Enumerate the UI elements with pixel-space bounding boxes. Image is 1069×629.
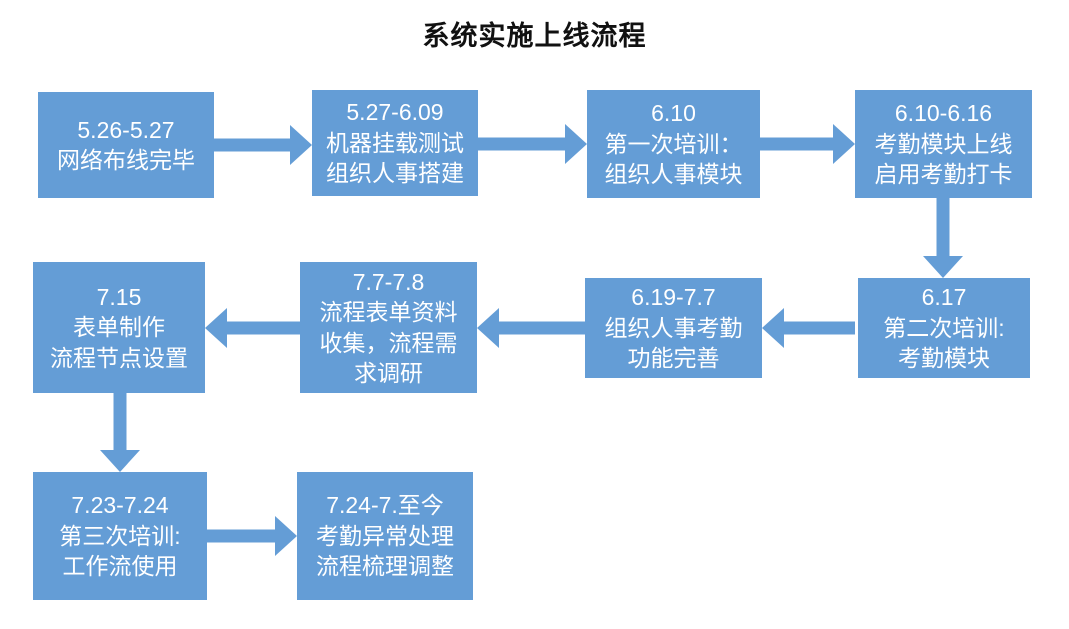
arrow-shaft — [760, 137, 834, 151]
arrow-right-icon — [207, 516, 297, 556]
flow-node-exception-handling: 7.24-7.至今 考勤异常处理 流程梳理调整 — [297, 472, 473, 600]
arrow-shaft — [478, 137, 566, 151]
arrow-shaft — [214, 138, 291, 152]
arrow-head — [477, 308, 499, 348]
arrow-right-icon — [478, 124, 587, 164]
arrow-shaft — [226, 321, 300, 335]
flow-node-network-cabling: 5.26-5.27 网络布线完毕 — [38, 92, 214, 198]
arrow-shaft — [498, 321, 585, 335]
arrow-shaft — [113, 393, 127, 451]
arrow-right-icon — [760, 124, 855, 164]
arrow-right-icon — [214, 125, 312, 165]
arrow-left-icon — [762, 308, 855, 348]
arrow-shaft — [207, 529, 276, 543]
flow-node-first-training: 6.10 第一次培训： 组织人事模块 — [587, 90, 760, 198]
arrow-head — [923, 256, 963, 278]
arrow-left-icon — [205, 308, 300, 348]
flow-node-form-creation: 7.15 表单制作 流程节点设置 — [33, 262, 205, 393]
flow-node-second-training: 6.17 第二次培训: 考勤模块 — [858, 278, 1030, 378]
arrow-head — [100, 450, 140, 472]
flow-node-form-data-collection: 7.7-7.8 流程表单资料 收集，流程需 求调研 — [300, 262, 477, 393]
arrow-head — [833, 124, 855, 164]
flow-node-third-training: 7.23-7.24 第三次培训: 工作流使用 — [33, 472, 207, 600]
arrow-head — [205, 308, 227, 348]
arrow-head — [565, 124, 587, 164]
arrow-head — [275, 516, 297, 556]
page-title: 系统实施上线流程 — [422, 21, 647, 51]
arrow-shaft — [783, 321, 855, 335]
arrow-head — [762, 308, 784, 348]
flow-node-function-improvement: 6.19-7.7 组织人事考勤 功能完善 — [585, 278, 762, 378]
flow-node-attendance-launch: 6.10-6.16 考勤模块上线 启用考勤打卡 — [855, 90, 1032, 198]
flow-node-machine-mount-test: 5.27-6.09 机器挂载测试 组织人事搭建 — [312, 90, 478, 196]
arrow-shaft — [936, 198, 950, 257]
arrow-left-icon — [477, 308, 585, 348]
arrow-head — [290, 125, 312, 165]
arrow-down-icon — [100, 393, 140, 472]
arrow-down-icon — [923, 198, 963, 278]
